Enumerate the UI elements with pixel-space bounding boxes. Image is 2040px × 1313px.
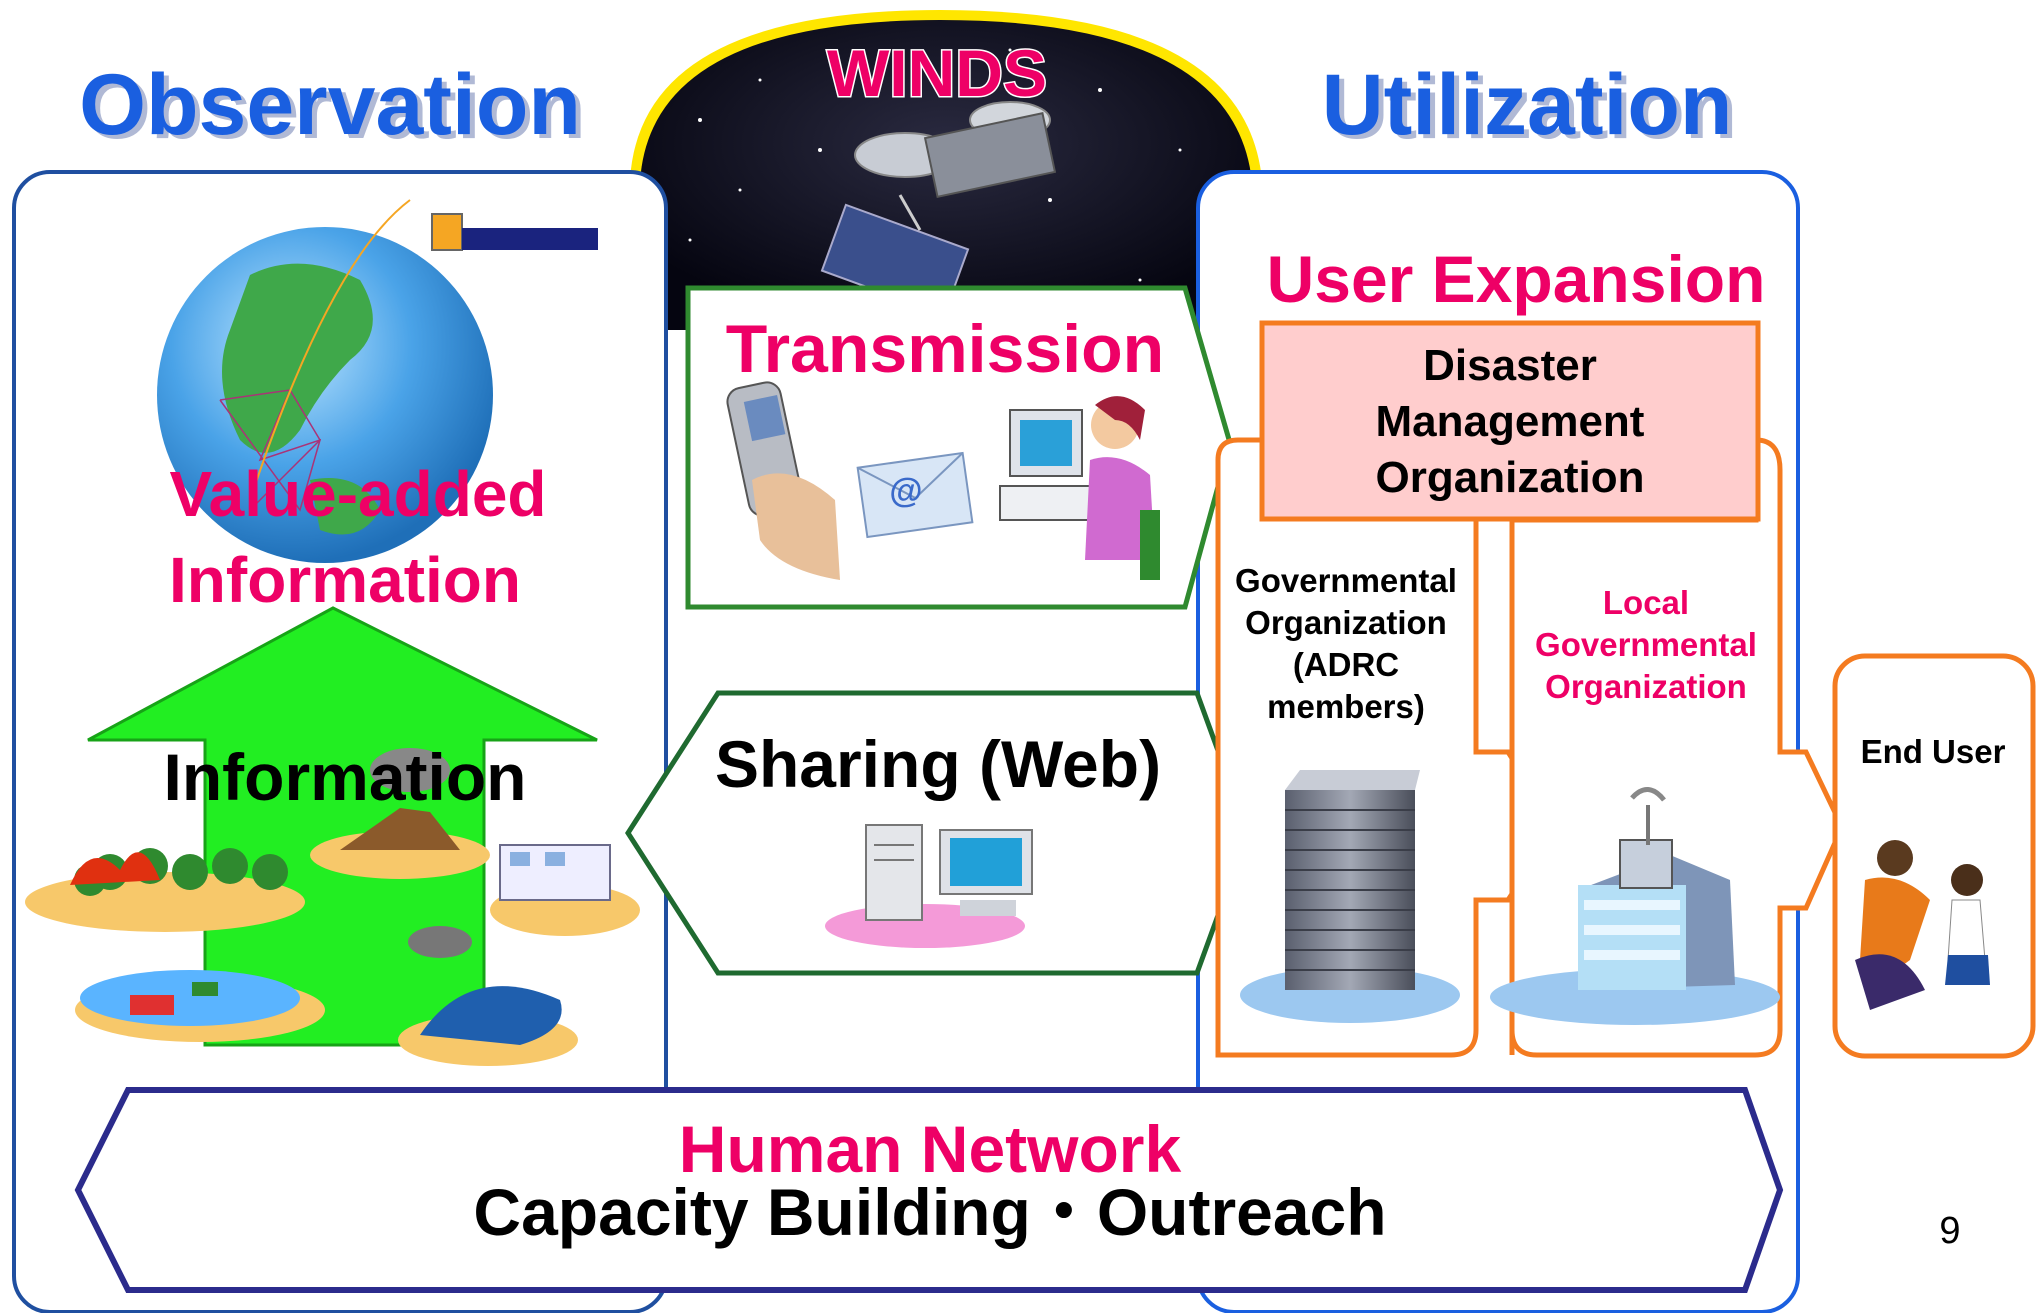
disaster-illustrations [25,748,640,1066]
computer-user-icon [999,396,1160,580]
local-gov-line1: Local [1603,584,1689,621]
disaster-mgmt-line1: Disaster [1423,341,1597,390]
transmission-label: Transmission [726,311,1164,387]
sharing-web-box [625,690,1251,976]
information-label: Information [164,740,527,814]
user-expansion-label: User Expansion [1267,242,1766,316]
stars [688,48,1212,282]
government-tower-icon [1240,770,1460,1023]
gov-org-line1: Governmental [1235,562,1457,599]
email-icon [856,451,974,539]
local-gov-line3: Organization [1545,668,1747,705]
value-added-label-line2: Information [169,544,521,616]
gov-org-line3: (ADRC [1293,646,1399,683]
disaster-management-org-box [1259,320,1761,522]
sharing-web-label: Sharing (Web) [715,727,1161,801]
globe-icon [157,199,598,563]
mobile-phone-icon [726,381,840,580]
end-user-people-icon [1845,832,2025,1024]
human-network-box [74,1087,1784,1293]
capacity-building-label: Capacity Building・Outreach [473,1175,1386,1249]
utilization-title-shadow: Utilization [1327,61,1738,157]
value-added-label-line1: Value-added [170,458,547,530]
local-gov-line2: Governmental [1535,626,1757,663]
human-network-label: Human Network [679,1112,1182,1186]
gov-org-line2: Organization [1245,604,1447,641]
observation-title-shadow: Observation [84,61,586,157]
end-user-label: End User [1861,733,2006,770]
local-government-building-icon [1490,787,1780,1025]
winds-satellite-dome [630,10,1262,330]
disaster-mgmt-line2: Management [1376,397,1645,446]
observation-satellite-icon [431,213,463,251]
observation-title: Observation [79,57,581,153]
utilization-title: Utilization [1322,57,1733,153]
gov-org-line4: members) [1267,688,1425,725]
disaster-mgmt-line3: Organization [1376,453,1645,502]
winds-title: WINDS [827,36,1047,110]
email-at-symbol: @ [889,472,922,510]
web-server-icon [825,824,1033,948]
page-number: 9 [1939,1210,1960,1252]
